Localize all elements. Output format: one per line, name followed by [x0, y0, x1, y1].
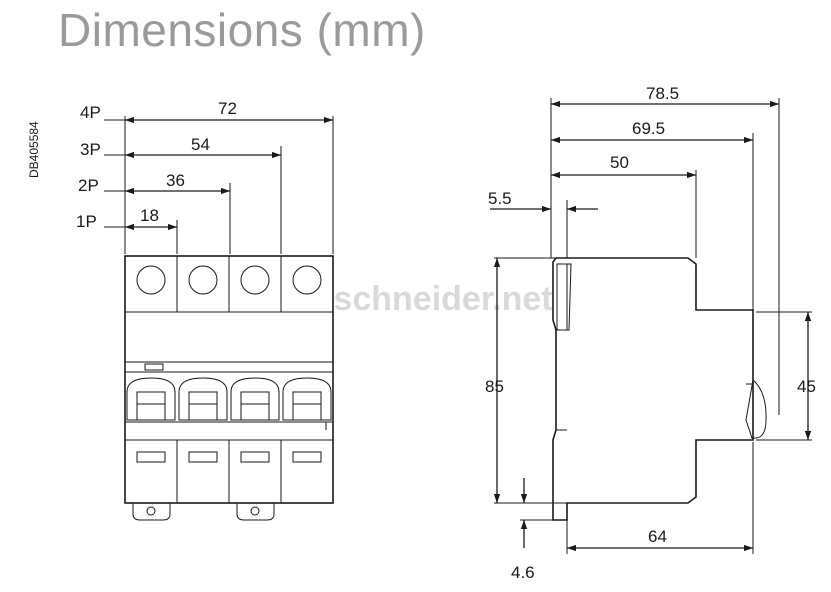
terminal-screw: [240, 265, 270, 295]
dim-width-3p: 54: [191, 135, 210, 154]
dim-rail-offset: 4.6: [511, 563, 535, 582]
reference-code: DB405584: [27, 121, 41, 178]
side-view: 78.5 69.5 50 5.5 85: [485, 84, 816, 582]
din-clip: [132, 503, 171, 521]
toggle-switch: [282, 377, 332, 421]
pole-label-4p: 4P: [80, 103, 101, 122]
toggle-switch: [230, 377, 280, 421]
pole-label-1p: 1P: [76, 212, 97, 231]
dim-offset: 5.5: [488, 189, 512, 208]
terminal-screw: [136, 265, 166, 295]
page-title: Dimensions (mm): [58, 4, 426, 56]
breaker-front: [124, 255, 334, 521]
dim-width-2p: 36: [166, 171, 185, 190]
terminal-screw: [292, 265, 322, 295]
front-row-2p: 2P 36: [78, 171, 230, 195]
toggle-switch: [178, 377, 228, 421]
front-row-1p: 1P 18: [76, 206, 177, 231]
dim-width-4p: 72: [218, 99, 237, 118]
dim-height: 85: [485, 377, 504, 396]
front-row-3p: 3P 54: [80, 135, 281, 159]
dim-overall-depth: 78.5: [646, 84, 679, 103]
dim-depth-to-front: 50: [610, 153, 629, 172]
din-clip: [236, 503, 275, 521]
dim-front-height: 45: [797, 377, 816, 396]
breaker-side: [552, 257, 767, 521]
terminal-screw: [188, 265, 218, 295]
dim-width-1p: 18: [140, 206, 159, 225]
front-view: 4P 72 3P 54 2P 36 1P 18: [76, 99, 334, 521]
front-row-4p: 4P 72: [80, 99, 333, 124]
pole-label-3p: 3P: [80, 140, 101, 159]
pole-label-2p: 2P: [78, 176, 99, 195]
toggle-switch: [126, 377, 176, 421]
dim-depth-to-cover: 69.5: [632, 119, 665, 138]
dim-base-depth: 64: [648, 527, 667, 546]
